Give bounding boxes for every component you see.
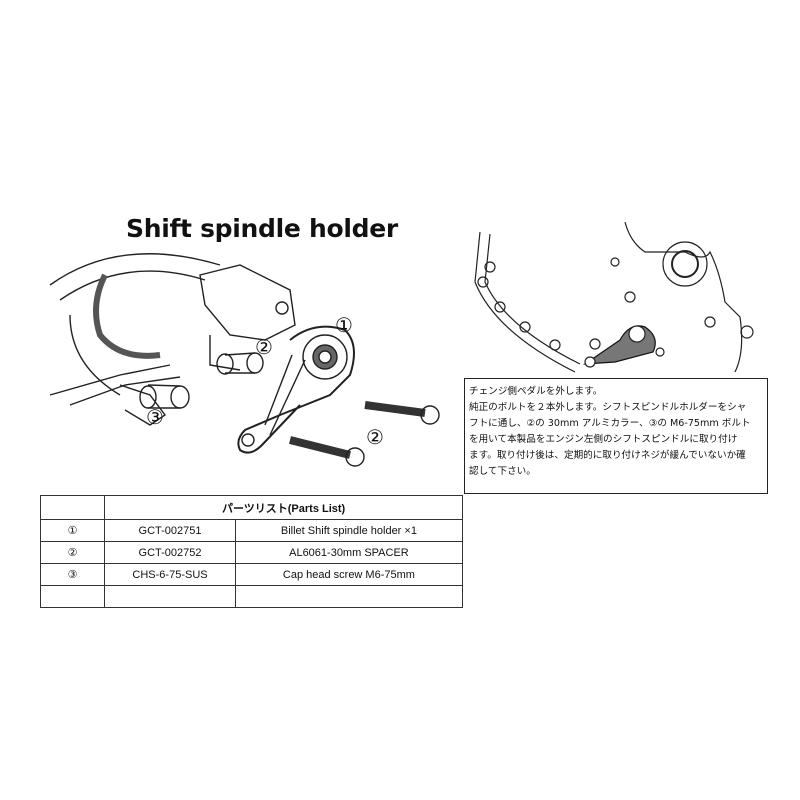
table-row: ① GCT-002751 Billet Shift spindle holder… bbox=[39, 519, 464, 542]
table-header-row: パーツリスト(Parts List) bbox=[39, 495, 463, 520]
table-row bbox=[39, 585, 464, 608]
instruction-line: ます。取り付け後は、定期的に取り付けネジが緩んでいないか確 bbox=[469, 450, 746, 461]
parts-list-header: パーツリスト(Parts List) bbox=[104, 495, 463, 520]
part-desc-cell: Billet Shift spindle holder ×1 bbox=[234, 519, 464, 542]
part-code-cell: CHS-6-75-SUS bbox=[104, 563, 236, 586]
part-desc-cell: Cap head screw M6-75mm bbox=[234, 563, 464, 586]
part-number-cell: ② bbox=[39, 541, 106, 564]
instruction-line: 認して下さい。 bbox=[469, 466, 536, 477]
part-code-cell bbox=[104, 585, 236, 608]
part-number-cell bbox=[39, 585, 106, 608]
callout-2-lower: ② bbox=[366, 427, 384, 449]
instruction-box: チェンジ側ペダルを外します。 純正のボルトを２本外します。シフトスピンドルホルダ… bbox=[464, 378, 768, 494]
part-code-cell: GCT-002751 bbox=[104, 519, 236, 542]
callout-3: ③ bbox=[146, 407, 164, 429]
parts-list-table: パーツリスト(Parts List) ① GCT-002751 Billet S… bbox=[39, 495, 464, 608]
instruction-line: 純正のボルトを２本外します。シフトスピンドルホルダーをシャ bbox=[469, 402, 747, 413]
instruction-line: チェンジ側ペダルを外します。 bbox=[469, 386, 603, 397]
part-number-cell: ① bbox=[39, 519, 106, 542]
table-row: ② GCT-002752 AL6061-30mm SPACER bbox=[39, 541, 464, 564]
instruction-line: を用いて本製品をエンジン左側のシフトスピンドルに取り付け bbox=[469, 434, 738, 445]
part-code-cell: GCT-002752 bbox=[104, 541, 236, 564]
engine-case-illustration bbox=[474, 222, 754, 373]
table-row: ③ CHS-6-75-SUS Cap head screw M6-75mm bbox=[39, 563, 464, 586]
callout-2-upper: ② bbox=[255, 337, 273, 359]
part-desc-cell bbox=[234, 585, 464, 608]
part-number-cell: ③ bbox=[39, 563, 106, 586]
instruction-line: フトに通し、②の 30mm アルミカラー、③の M6-75mm ボルト bbox=[469, 418, 751, 429]
callout-1: ① bbox=[335, 315, 353, 337]
part-desc-cell: AL6061-30mm SPACER bbox=[234, 541, 464, 564]
page-title: Shift spindle holder bbox=[126, 214, 398, 243]
exploded-view-illustration bbox=[49, 253, 440, 467]
